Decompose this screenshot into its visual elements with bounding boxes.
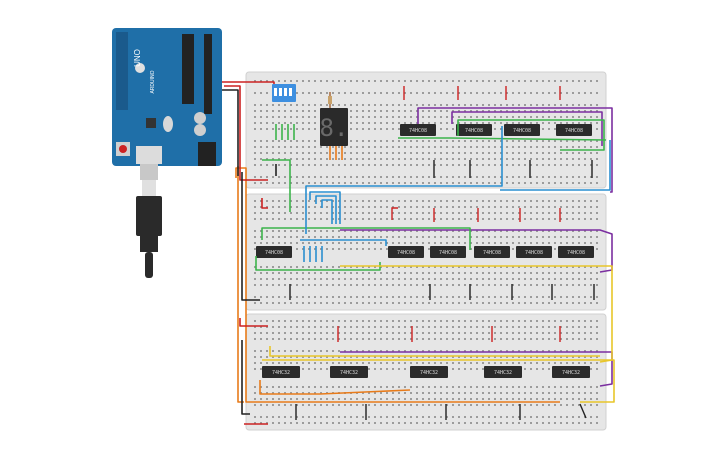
- wire-blue[interactable]: [321, 199, 333, 224]
- chip-label: 74HC08: [483, 250, 501, 256]
- chip[interactable]: [456, 124, 492, 136]
- chip-row-2[interactable]: 74HC08 74HC08 74HC08 74HC08 74HC08 74HC0…: [256, 246, 594, 258]
- chip[interactable]: [552, 366, 590, 378]
- arduino-board[interactable]: UNO ARDUINO: [112, 28, 222, 166]
- capacitor-icon: [194, 112, 206, 124]
- chip: [146, 118, 156, 128]
- breadboard-middle[interactable]: [245, 193, 607, 311]
- crystal-icon: [163, 116, 173, 132]
- wire-blue[interactable]: [500, 140, 611, 191]
- chip-label: 74HC32: [562, 370, 580, 376]
- display-digit: 8.: [320, 114, 349, 142]
- wire-green[interactable]: [262, 159, 291, 212]
- wire-blue[interactable]: [309, 191, 341, 224]
- seven-segment-display[interactable]: 8.: [320, 92, 349, 146]
- dip-toggle[interactable]: [289, 88, 292, 96]
- dip-toggle[interactable]: [274, 88, 277, 96]
- wire-purple[interactable]: [417, 107, 613, 193]
- usb-cable[interactable]: [136, 164, 162, 278]
- chip[interactable]: [516, 246, 552, 258]
- capacitor-icon: [194, 124, 206, 136]
- chip-label: 74HC08: [565, 128, 583, 134]
- chip-label: 74HC08: [397, 250, 415, 256]
- chip[interactable]: [474, 246, 510, 258]
- wire-purple[interactable]: [451, 111, 603, 146]
- chip[interactable]: [504, 124, 540, 136]
- wire-black[interactable]: [220, 89, 239, 176]
- rail-jumpers: [289, 86, 595, 420]
- wire-orange[interactable]: [237, 166, 244, 403]
- dip-toggle[interactable]: [284, 88, 287, 96]
- wire-red[interactable]: [224, 85, 268, 181]
- chip-label: 74HC32: [494, 370, 512, 376]
- chip[interactable]: [556, 124, 592, 136]
- chip[interactable]: [558, 246, 594, 258]
- chip[interactable]: [484, 366, 522, 378]
- wire-blue[interactable]: [315, 195, 337, 224]
- chip[interactable]: [400, 124, 436, 136]
- board-brand: ARDUINO: [150, 70, 156, 93]
- wire-green[interactable]: [398, 137, 607, 141]
- chip[interactable]: [410, 366, 448, 378]
- dip-toggle[interactable]: [279, 88, 282, 96]
- chip-label: 74HC32: [340, 370, 358, 376]
- wire-blue[interactable]: [305, 126, 503, 234]
- chip[interactable]: [330, 366, 368, 378]
- microcontroller-chip: [182, 34, 194, 104]
- wire-orange[interactable]: [259, 380, 411, 395]
- power-jack[interactable]: [198, 142, 216, 166]
- usb-port[interactable]: [136, 146, 162, 164]
- chip-label: 74HC08: [465, 128, 483, 134]
- chip-label: 74HC08: [265, 250, 283, 256]
- chip-label: 74HC32: [272, 370, 290, 376]
- chip-label: 74HC32: [420, 370, 438, 376]
- wire-green[interactable]: [261, 227, 471, 250]
- wire-yellow[interactable]: [269, 346, 600, 357]
- wire-green[interactable]: [457, 119, 605, 151]
- wire-purple[interactable]: [340, 229, 613, 273]
- wire-yellow[interactable]: [262, 359, 615, 403]
- chip[interactable]: [388, 246, 424, 258]
- chip[interactable]: [430, 246, 466, 258]
- chip-label: 74HC08: [567, 250, 585, 256]
- wire-orange[interactable]: [235, 167, 560, 403]
- chip-label: 74HC08: [439, 250, 457, 256]
- resistor-icon: [328, 96, 332, 104]
- wire-purple[interactable]: [340, 351, 613, 387]
- chip-label: 74HC08: [409, 128, 427, 134]
- dip-switch[interactable]: [272, 84, 296, 102]
- chip-label: 74HC08: [525, 250, 543, 256]
- chip-row-3[interactable]: 74HC32 74HC32 74HC32 74HC32 74HC32: [262, 366, 590, 378]
- chip[interactable]: [262, 366, 300, 378]
- chip[interactable]: [256, 246, 292, 258]
- header-pins: [204, 34, 212, 114]
- reset-button[interactable]: [119, 145, 127, 153]
- wire-yellow[interactable]: [340, 265, 613, 363]
- chip-row-1[interactable]: 74HC08 74HC08 74HC08 74HC08: [400, 124, 592, 136]
- mount-hole-icon: [135, 63, 145, 73]
- board-logo: UNO: [133, 49, 142, 67]
- chip-label: 74HC08: [513, 128, 531, 134]
- wire-blue[interactable]: [300, 239, 387, 246]
